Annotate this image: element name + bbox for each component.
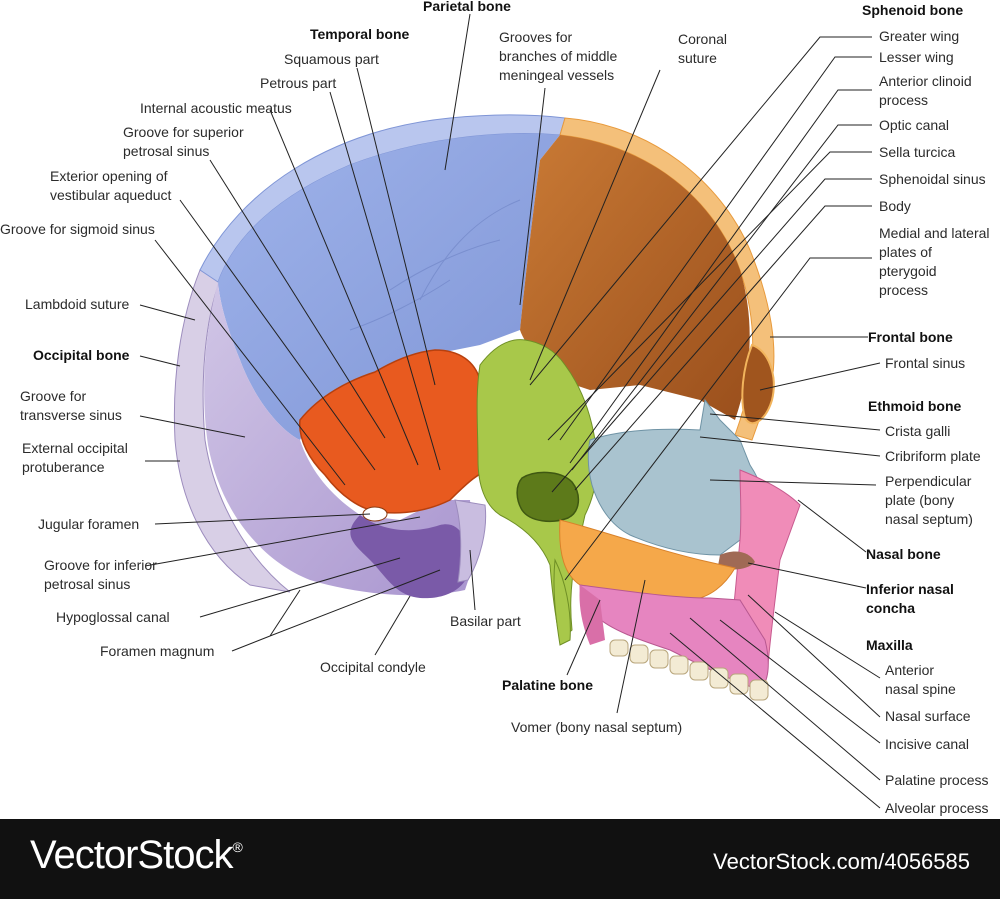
pterygoid-process-shape <box>553 558 571 646</box>
label-grooves-meningeal-2: branches of middle <box>499 48 618 64</box>
label-squamous-part: Squamous part <box>284 51 379 67</box>
label-greater-wing: Greater wing <box>879 28 959 44</box>
label-jugular-foramen: Jugular foramen <box>38 516 139 532</box>
label-palatine-bone: Palatine bone <box>502 677 593 693</box>
palatine-bone-shape <box>579 585 605 645</box>
leader-lines <box>139 13 881 809</box>
label-anterior-clinoid-2: process <box>879 92 928 108</box>
label-groove-sigmoid-sinus: Groove for sigmoid sinus <box>0 221 155 237</box>
label-inferior-nasal-concha-2: concha <box>866 600 915 616</box>
label-frontal-bone: Frontal bone <box>868 329 953 345</box>
label-internal-acoustic-meatus: Internal acoustic meatus <box>140 100 292 116</box>
label-pterygoid-1: Medial and lateral <box>879 225 990 241</box>
label-frontal-sinus: Frontal sinus <box>885 355 965 371</box>
basilar-part-shape <box>454 499 487 583</box>
skull-diagram: Parietal bone Temporal bone Squamous par… <box>0 0 990 816</box>
label-perpendicular-plate-1: Perpendicular <box>885 473 972 489</box>
label-ethmoid-bone: Ethmoid bone <box>868 398 962 414</box>
label-groove-inferior-petrosal-2: petrosal sinus <box>44 576 130 592</box>
label-coronal-suture-1: Coronal <box>678 31 727 47</box>
label-hypoglossal-canal: Hypoglossal canal <box>56 609 170 625</box>
label-parietal-bone: Parietal bone <box>423 0 511 14</box>
label-anterior-clinoid-1: Anterior clinoid <box>879 73 972 89</box>
label-foramen-magnum: Foramen magnum <box>100 643 214 659</box>
skull-illustration <box>173 114 801 701</box>
label-pterygoid-3: pterygoid <box>879 263 937 279</box>
label-occipital-bone: Occipital bone <box>33 347 130 363</box>
label-groove-superior-petrosal-1: Groove for superior <box>123 124 244 140</box>
label-cribriform-plate: Cribriform plate <box>885 448 981 464</box>
label-exterior-opening-1: Exterior opening of <box>50 168 168 184</box>
label-maxilla: Maxilla <box>866 637 913 653</box>
label-inferior-nasal-concha-1: Inferior nasal <box>866 581 954 597</box>
label-groove-superior-petrosal-2: petrosal sinus <box>123 143 209 159</box>
parietal-bone-region <box>218 133 560 440</box>
label-occipital-condyle: Occipital condyle <box>320 659 426 675</box>
label-ext-occ-protuberance-2: protuberance <box>22 459 105 475</box>
label-ext-occ-protuberance-1: External occipital <box>22 440 128 456</box>
label-anterior-nasal-spine-2: nasal spine <box>885 681 956 697</box>
label-nasal-bone: Nasal bone <box>866 546 941 562</box>
label-temporal-bone: Temporal bone <box>310 26 410 42</box>
label-body: Body <box>879 198 911 214</box>
label-exterior-opening-2: vestibular aqueduct <box>50 187 172 203</box>
label-groove-transverse-1: Groove for <box>20 388 86 404</box>
label-groove-transverse-2: transverse sinus <box>20 407 122 423</box>
label-perpendicular-plate-2: plate (bony <box>885 492 954 508</box>
label-basilar-part: Basilar part <box>450 613 521 629</box>
frontal-bone-region <box>520 135 750 420</box>
label-crista-galli: Crista galli <box>885 423 950 439</box>
label-coronal-suture-2: suture <box>678 50 717 66</box>
label-petrous-part: Petrous part <box>260 75 336 91</box>
label-perpendicular-plate-3: nasal septum) <box>885 511 973 527</box>
occipital-basal-region <box>350 515 471 599</box>
label-grooves-meningeal-1: Grooves for <box>499 29 572 45</box>
label-lambdoid-suture: Lambdoid suture <box>25 296 130 312</box>
label-nasal-surface: Nasal surface <box>885 708 971 724</box>
occipital-outer-rim <box>173 269 291 593</box>
label-incisive-canal: Incisive canal <box>885 736 969 752</box>
label-anterior-nasal-spine-1: Anterior <box>885 662 934 678</box>
labels: Parietal bone Temporal bone Squamous par… <box>0 0 990 816</box>
inferior-nasal-concha-shape <box>718 551 755 570</box>
sphenoidal-sinus-shape <box>516 471 580 523</box>
label-vomer: Vomer (bony nasal septum) <box>511 719 682 735</box>
watermark-footer: VectorStock® VectorStock.com/4056585 <box>0 819 1000 899</box>
frontal-sinus-shape <box>741 343 775 425</box>
label-lesser-wing: Lesser wing <box>879 49 954 65</box>
brand-logo: VectorStock® <box>30 833 243 877</box>
label-sphenoid-bone: Sphenoid bone <box>862 2 963 18</box>
label-pterygoid-4: process <box>879 282 928 298</box>
image-id-url: VectorStock.com/4056585 <box>713 849 970 874</box>
label-sella-turcica: Sella turcica <box>879 144 955 160</box>
label-optic-canal: Optic canal <box>879 117 949 133</box>
label-pterygoid-2: plates of <box>879 244 932 260</box>
teeth <box>609 639 769 701</box>
label-grooves-meningeal-3: meningeal vessels <box>499 67 614 83</box>
ethmoid-bone-region <box>587 398 766 556</box>
label-sphenoidal-sinus: Sphenoidal sinus <box>879 171 986 187</box>
occipital-bone-region <box>204 282 475 596</box>
label-groove-inferior-petrosal-1: Groove for inferior <box>44 557 157 573</box>
label-palatine-process: Palatine process <box>885 772 989 788</box>
label-alveolar-process: Alveolar process <box>885 800 989 816</box>
